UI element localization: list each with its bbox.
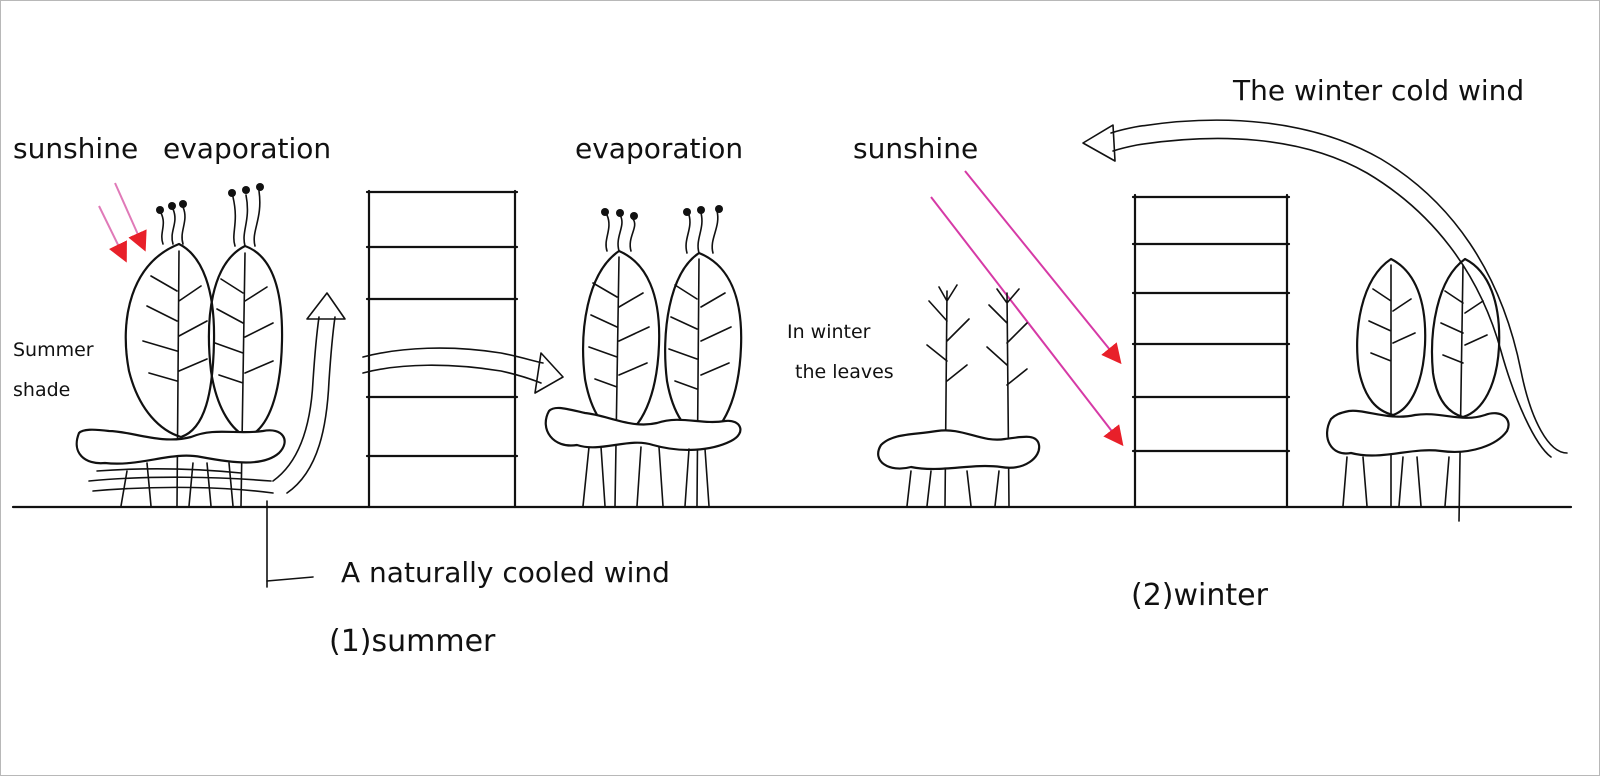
summer-caption: (1)summer xyxy=(329,624,496,659)
summer-right-trunks xyxy=(582,446,710,507)
winter-leaf-trees xyxy=(1356,257,1501,522)
summer-shade-label-line1: Summer xyxy=(13,339,94,361)
winter-cold-wind-label: The winter cold wind xyxy=(1233,74,1525,107)
summer-evaporation-label-right: evaporation xyxy=(575,132,744,165)
winter-sun-rays xyxy=(930,170,1124,447)
summer-left-shrub xyxy=(75,428,286,465)
winter-caption: (2)winter xyxy=(1131,578,1268,613)
winter-shrub xyxy=(877,429,1041,471)
cooled-wind-pointer-tick xyxy=(266,576,314,582)
winter-leaves-label-line2: the leaves xyxy=(795,361,894,383)
summer-right-evaporation xyxy=(601,205,723,254)
summer-right-shrub xyxy=(544,406,742,452)
summer-shade-label-line2: shade xyxy=(13,379,71,401)
summer-building xyxy=(365,189,519,509)
summer-sunshine-label: sunshine xyxy=(13,132,139,165)
summer-wind-over-building xyxy=(362,347,564,394)
winter-building xyxy=(1131,193,1291,509)
summer-sun-rays xyxy=(98,182,147,263)
summer-left-evaporation xyxy=(156,183,264,247)
summer-right-trees xyxy=(582,249,743,507)
summer-cooled-wind-arrow xyxy=(88,292,346,494)
summer-left-trees xyxy=(124,242,284,507)
winter-right-shrub xyxy=(1325,409,1510,457)
winter-bare-trees xyxy=(926,284,1028,507)
winter-sunshine-label: sunshine xyxy=(853,132,979,165)
cooled-wind-label: A naturally cooled wind xyxy=(341,556,670,589)
winter-shrub-trunks xyxy=(906,470,1000,507)
winter-leaves-label-line1: In winter xyxy=(787,321,871,343)
winter-cold-wind-arrow xyxy=(1082,119,1568,458)
winter-right-trunks xyxy=(1342,456,1450,507)
summer-evaporation-label-left: evaporation xyxy=(163,132,332,165)
